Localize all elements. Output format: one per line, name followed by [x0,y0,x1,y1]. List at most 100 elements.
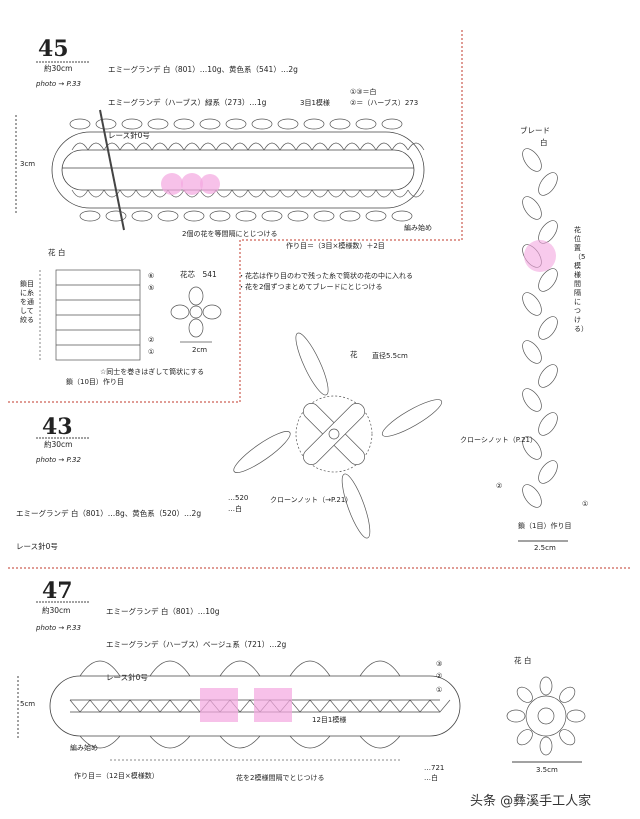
flower-width-47: 3.5cm [536,766,558,774]
core-note-2: ・花を2個ずつまとめてブレードにとじつける [238,283,383,291]
braid-flower-pos: 花位置（5模様間隔につける） [574,226,588,333]
stitch-scallop [247,142,265,151]
height-45: 3cm [20,160,36,168]
stitch-scallop [343,189,361,198]
braid-leaf [522,292,542,316]
stitch-scallop [311,142,329,151]
braid-leaf [538,364,558,388]
leaf-motif [199,118,221,130]
leaf-motif [235,210,257,222]
stitch-scallop [295,189,313,198]
flower-petal [539,736,553,756]
stitch-scallop [231,189,249,198]
flower-petal [516,686,533,703]
stitch-scallop [151,142,169,151]
braid-leaf [538,268,558,292]
anno-start-45: 編み始め [404,224,432,232]
size-47: 約30cm [42,606,71,615]
flower-petal [566,709,586,723]
leaf-motif [69,118,91,130]
anno-attach-47: 花を2模様間隔でとじつける [236,774,325,782]
crown-motif [359,735,401,749]
leaf-motif [277,118,299,130]
materials-47: エミーグランデ 白（801）…10g エミーグランデ（ハーブス）ベージュ系（72… [106,607,287,682]
leaf-motif [313,210,335,222]
leaf-motif [261,210,283,222]
flower-legend-1: …520 [228,494,249,502]
anno-chain-45: 作り目＝（3目×模様数）＋2目 [286,242,385,250]
braid-width: 2.5cm [534,544,556,552]
mark-47-3: ③ [436,660,443,668]
stitch-scallop [135,189,153,198]
leaf-motif [95,118,117,130]
stitch-scallop [103,189,121,198]
stitch-scallop [135,142,153,151]
stitch-scallop [359,142,377,151]
stitch-scallop [247,189,265,198]
stitch-scallop [71,142,89,151]
crown-motif [289,735,331,749]
braid-leaf [538,460,558,484]
stitch-scallop [263,189,281,198]
stitch-scallop [327,189,345,198]
leaf-motif [287,210,309,222]
row-mark-5: ⑤ [148,284,155,292]
anno-color-1-45: ①③＝白 [350,88,377,96]
flower-chain-45: 鎖（10目）作り目 [66,378,124,386]
stitch-scallop [407,189,425,198]
braid-leaf [522,148,542,172]
anno-color-2-45: ②＝（ハーブス）273 [350,99,419,107]
braid-leaf [522,388,542,412]
size-45: 約30cm [44,64,73,73]
legend-47-1: …721 [424,764,445,772]
crown-motif [79,660,121,677]
pattern-number-47: 47 [42,578,73,604]
mark-47-1: ① [436,686,443,694]
flower-petal [539,676,553,696]
braid-leaf [522,196,542,220]
anno-chain-47: 作り目＝（12目×模様数） [74,772,159,780]
leaf-motif [173,118,195,130]
braid-leaf [522,484,542,508]
stitch-scallop [391,142,409,151]
leaf-motif [131,210,153,222]
stitch-scallop [87,142,105,151]
leaf-motif [365,210,387,222]
materials-45: エミーグランデ 白（801）…10g、黄色系（541）…2g エミーグランデ（ハ… [108,65,298,140]
stitch-scallop [375,142,393,151]
crown-motif [219,660,261,677]
flower-petal [559,686,576,703]
flower-left-note-45: 鎖目に糸を通して絞る [20,280,34,324]
core-title-45: 花芯 541 [180,270,217,279]
photo-ref-45: photo → P.33 [36,80,81,88]
core-note-1: ・花芯は作り目のわで残った糸で筒状の花の中に入れる [238,272,413,280]
leaf-motif [157,210,179,222]
stitch-scallop [343,142,361,151]
flower-title: 花 [350,350,358,359]
photo-ref-43: photo → P.32 [36,456,81,464]
leaf-motif [339,210,361,222]
leaf-motif [183,210,205,222]
row-mark-2: ② [148,336,155,344]
pattern-number-45: 45 [38,36,69,62]
leaf-motif [355,118,377,130]
stitch-scallop [183,142,201,151]
flower-title-45: 花 白 [48,248,66,257]
leaf-motif [329,118,351,130]
braid-mark-2: ② [496,482,503,490]
leaf-motif [251,118,273,130]
size-43: 約30cm [44,440,73,449]
stitch-scallop [375,189,393,198]
leaf-motif [147,118,169,130]
braid-leaf [538,316,558,340]
anno-start-47: 編み始め [70,744,98,752]
flower-title-47: 花 白 [514,656,532,665]
stitch-scallop [407,142,425,151]
flower-petal [506,709,526,723]
flower-petal [516,729,533,746]
flower-picot-2: クローンノット（→P.21） [270,496,353,504]
stitch-scallop [71,189,89,198]
leaf-motif [391,210,413,222]
